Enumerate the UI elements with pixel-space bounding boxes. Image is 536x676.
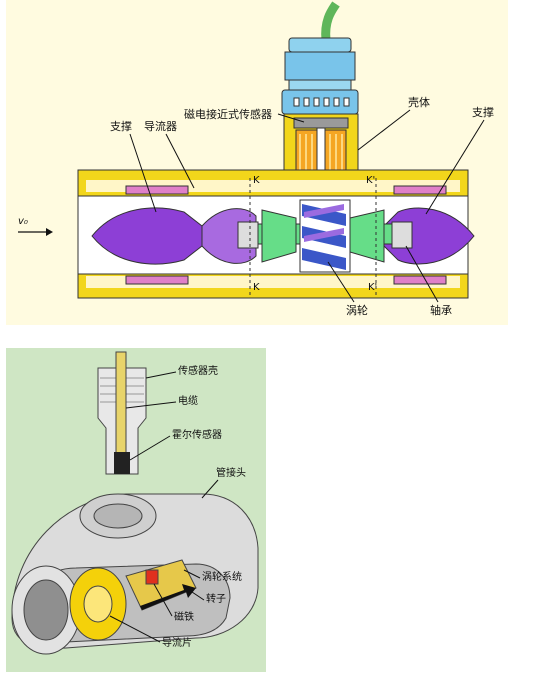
- sensor-cap: [288, 37, 352, 53]
- flow-arrow-head: [46, 228, 53, 236]
- flow-velocity-label: v₀: [18, 216, 28, 227]
- pink-insert-br: [393, 275, 447, 285]
- label-rotor: 转子: [206, 592, 226, 605]
- pink-insert-tr: [393, 185, 447, 195]
- sensor-port: [93, 503, 143, 529]
- k-marker-bottom-left: K: [253, 282, 260, 293]
- cable: [321, 1, 340, 41]
- label-support-right: 支撑: [472, 105, 494, 119]
- label-shell: 壳体: [408, 95, 430, 109]
- k-marker-top-left: K: [253, 175, 260, 186]
- sensor-nut: [284, 51, 356, 81]
- guide-vane-hub: [83, 585, 113, 623]
- sensor-thread: [293, 117, 349, 129]
- magnet: [145, 569, 159, 585]
- hall-sensor-cutaway: 传感器壳 电缆 霍尔传感器 管接头 涡轮系统 转子 磁铁 导流片: [6, 348, 266, 672]
- label-cable: 电缆: [178, 394, 198, 407]
- k-marker-top-right: K': [366, 175, 375, 186]
- label-pipe-joint: 管接头: [216, 466, 246, 479]
- label-sensor: 磁电接近式传感器: [184, 108, 272, 121]
- turbine-blades: [299, 199, 351, 273]
- label-guide: 导流器: [144, 119, 177, 133]
- label-guide-vane: 导流片: [162, 636, 192, 649]
- pipe-end-opening: [23, 579, 69, 641]
- cutaway-drawing: 传感器壳 电缆 霍尔传感器 管接头 涡轮系统 转子 磁铁 导流片: [11, 351, 259, 655]
- rotation-arrow: [140, 584, 196, 610]
- label-sensor-shell: 传感器壳: [178, 364, 218, 377]
- label-hall-sensor: 霍尔传感器: [172, 428, 222, 441]
- sensor-ring-holes: [293, 97, 350, 107]
- right-bearing: [391, 221, 413, 249]
- hall-sensor-tip: [114, 452, 130, 474]
- pink-insert-tl: [125, 185, 189, 195]
- label-magnet: 磁铁: [174, 610, 194, 623]
- left-bearing: [237, 221, 259, 249]
- sensor-neck: [288, 79, 352, 91]
- cable-core: [115, 351, 127, 457]
- label-turbine-system: 涡轮系统: [202, 570, 242, 583]
- label-bearing: 轴承: [430, 303, 452, 317]
- k-marker-bottom-right: K': [368, 282, 377, 293]
- cross-section-drawing: K K' K K' v₀ 支撑 导流器 磁电接近式传感器 壳体 支撑 涡轮 轴承: [18, 1, 494, 317]
- label-support-left: 支撑: [110, 119, 132, 133]
- rotor-hub-left: [261, 209, 297, 263]
- pink-insert-bl: [125, 275, 189, 285]
- turbine-meter-cross-section: K K' K K' v₀ 支撑 导流器 磁电接近式传感器 壳体 支撑 涡轮 轴承: [6, 0, 508, 325]
- label-turbine: 涡轮: [346, 303, 368, 317]
